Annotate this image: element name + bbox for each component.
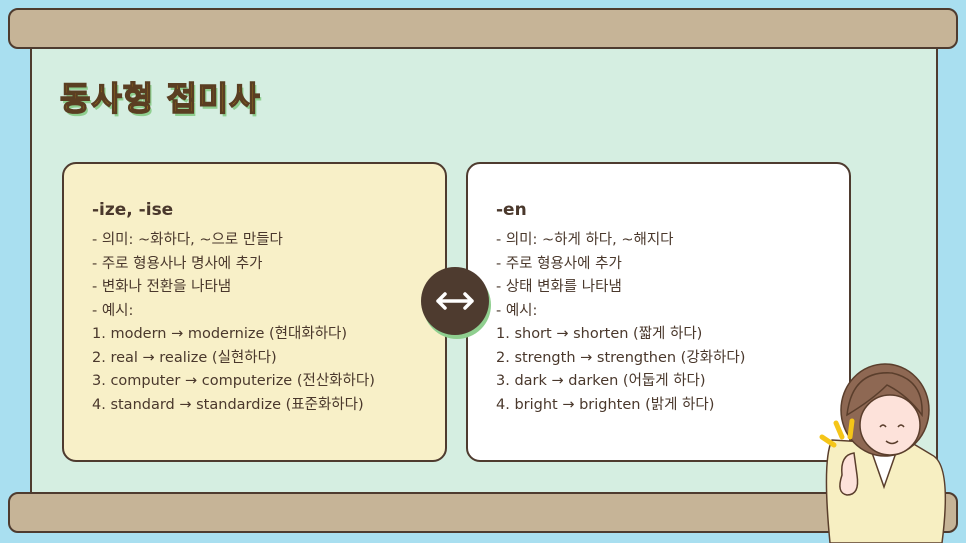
- card-ize: -ize, -ise - 의미: ~화하다, ~으로 만들다 - 주로 형용사나…: [62, 162, 447, 462]
- card-en: -en - 의미: ~하게 하다, ~해지다 - 주로 형용사에 추가 - 상태…: [466, 162, 851, 462]
- card-line: 1. short → shorten (짧게 하다): [496, 326, 703, 342]
- card-line: 3. computer → computerize (전산화하다): [92, 373, 375, 389]
- card-line: - 주로 형용사에 추가: [496, 255, 622, 272]
- card-line: 2. real → realize (실현하다): [92, 349, 277, 366]
- card-line: - 주로 형용사나 명사에 추가: [92, 255, 263, 272]
- card-line: - 예시:: [496, 302, 538, 319]
- card-line: - 상태 변화를 나타냄: [496, 279, 622, 295]
- card-line: 4. bright → brighten (밝게 하다): [496, 396, 715, 413]
- card-line: - 예시:: [92, 302, 134, 319]
- card-line: 1. modern → modernize (현대화하다): [92, 326, 348, 342]
- card-line: - 변화나 전환을 나타냄: [92, 279, 232, 295]
- left-right-arrow-icon: [421, 267, 489, 335]
- card-line: - 의미: ~화하다, ~으로 만들다: [92, 232, 283, 248]
- card-line: 2. strength → strengthen (강화하다): [496, 349, 746, 366]
- card-line: 3. dark → darken (어둡게 하다): [496, 373, 706, 389]
- page-title: 동사형 접미사: [59, 78, 261, 119]
- card-heading: -ize, -ise: [92, 200, 174, 220]
- bottom-bar: [8, 492, 958, 533]
- top-bar: [8, 8, 958, 49]
- card-line: - 의미: ~하게 하다, ~해지다: [496, 232, 674, 248]
- card-heading: -en: [496, 200, 527, 220]
- teacher-illustration: [819, 363, 947, 543]
- card-line: 4. standard → standardize (표준화하다): [92, 396, 364, 413]
